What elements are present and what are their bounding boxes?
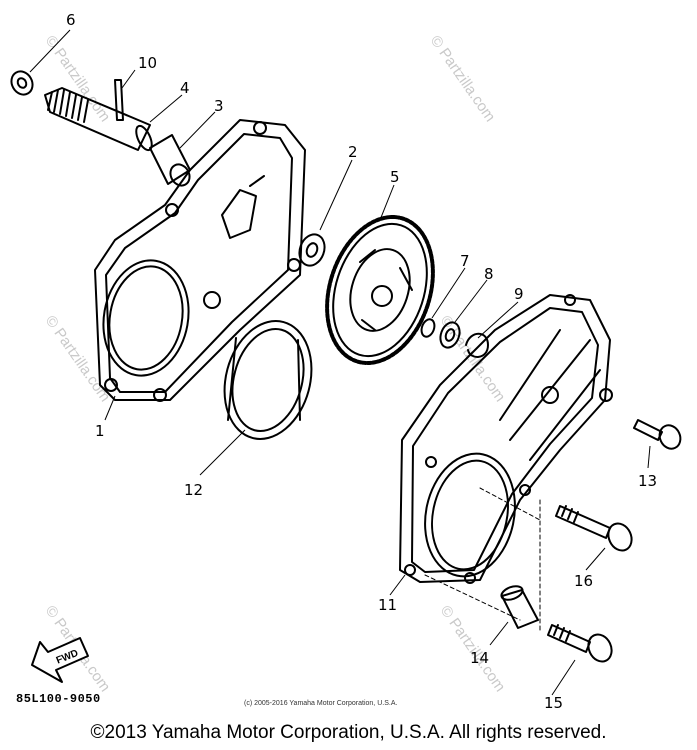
dowel-part-14 — [500, 585, 539, 629]
callout-9: 9 — [514, 285, 524, 303]
callout-16: 16 — [574, 572, 593, 590]
callout-8: 8 — [484, 265, 494, 283]
bolt-part-15 — [547, 624, 613, 663]
bushing-part-3 — [149, 134, 191, 187]
watermark-4: © Partzilla.com — [437, 313, 509, 406]
watermark-1: © Partzilla.com — [42, 33, 114, 126]
parts-diagram: © Partzilla.com © Partzilla.com © Partzi… — [10, 11, 682, 712]
gear-cover-part-11 — [399, 294, 613, 584]
ring-part-8 — [439, 321, 461, 349]
washer-part-7 — [420, 318, 436, 338]
pin-part-10 — [114, 79, 124, 121]
fwd-arrow-icon: FWD — [31, 637, 89, 683]
gear-part-5 — [325, 215, 435, 365]
callout-2: 2 — [348, 143, 358, 161]
seal-part-12 — [223, 320, 313, 440]
watermark-group: © Partzilla.com © Partzilla.com © Partzi… — [42, 33, 509, 696]
callout-10: 10 — [138, 54, 157, 72]
leader-lines — [29, 29, 651, 696]
callout-15: 15 — [544, 694, 563, 712]
bolt-part-16 — [555, 505, 633, 552]
shaft-part-4 — [44, 87, 153, 152]
callout-1: 1 — [95, 422, 105, 440]
callout-labels: 6 10 4 3 2 5 7 8 9 1 12 13 16 11 14 15 — [66, 11, 657, 712]
washer-part-6 — [10, 70, 34, 96]
alignment-lines — [424, 487, 541, 631]
bolt-part-13 — [633, 419, 682, 450]
callout-7: 7 — [460, 252, 470, 270]
callout-4: 4 — [180, 79, 190, 97]
callout-6: 6 — [66, 11, 76, 29]
callout-14: 14 — [470, 649, 489, 667]
washer-part-2 — [298, 233, 326, 267]
clip-part-9 — [465, 332, 489, 358]
part-code: 85L100-9050 — [16, 692, 101, 706]
callout-5: 5 — [390, 168, 400, 186]
callout-12: 12 — [184, 481, 203, 499]
callout-11: 11 — [378, 596, 397, 614]
small-copyright: (c) 2005-2016 Yamaha Motor Corporation, … — [244, 700, 398, 707]
footer-copyright: ©2013 Yamaha Motor Corporation, U.S.A. A… — [90, 722, 607, 743]
callout-13: 13 — [638, 472, 657, 490]
callout-3: 3 — [214, 97, 224, 115]
watermark-2: © Partzilla.com — [427, 33, 499, 126]
gear-case-part-1 — [94, 119, 306, 402]
